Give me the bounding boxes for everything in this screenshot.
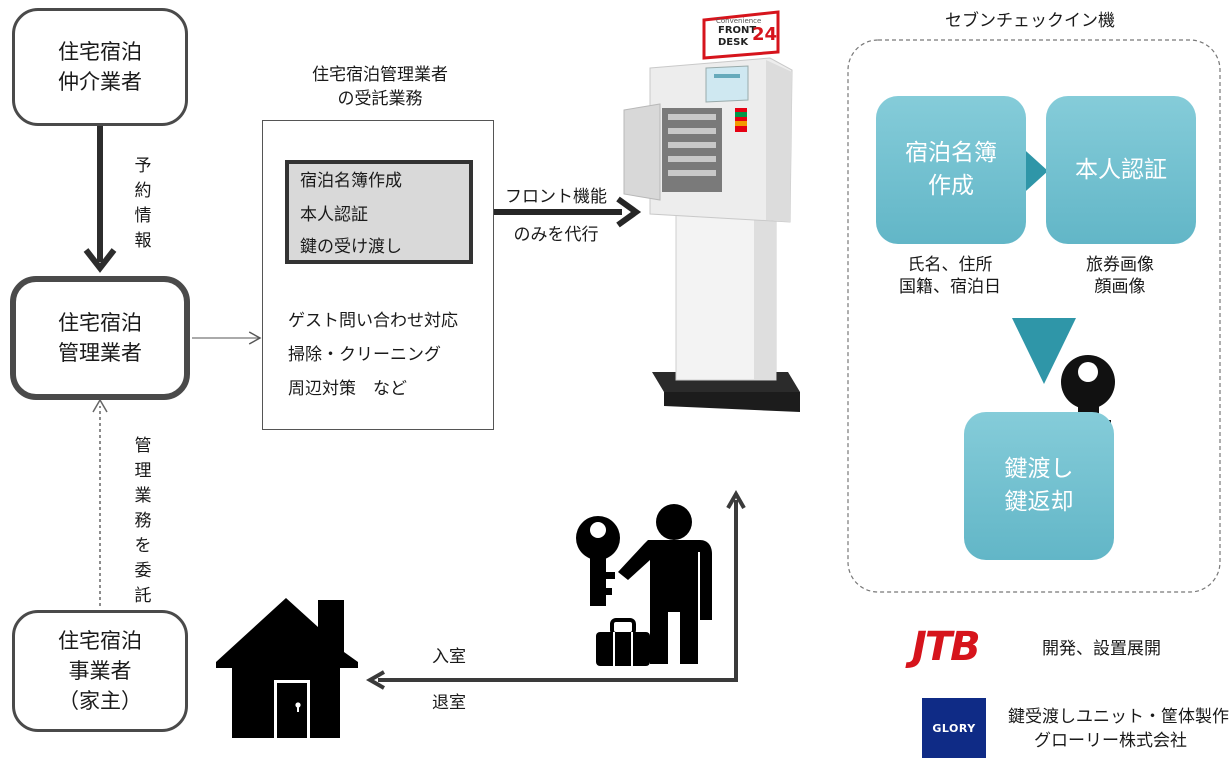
consign-arrow bbox=[92, 398, 108, 606]
kiosk-machine bbox=[623, 10, 800, 412]
kiosk-sign-small: Convenience bbox=[716, 17, 762, 25]
enter-label: 入室 bbox=[432, 647, 466, 667]
glory-name: グローリー株式会社 bbox=[1034, 731, 1187, 751]
step1-caption-line1: 氏名、住所 bbox=[907, 255, 993, 275]
step2-caption-line1: 旅券画像 bbox=[1086, 255, 1154, 275]
step-identity: 本人認証 bbox=[1046, 96, 1196, 244]
other-duty-item: 周辺対策 など bbox=[288, 379, 407, 399]
front-function-label-2: のみを代行 bbox=[513, 225, 599, 245]
step2-caption-line2: 顔画像 bbox=[1094, 277, 1146, 297]
glory-role: 鍵受渡しユニット・筐体製作 bbox=[1008, 707, 1229, 727]
exit-label: 退室 bbox=[432, 693, 466, 713]
duties-title-line2: の受託業務 bbox=[337, 89, 423, 109]
reservation-info-label: 予約情報 bbox=[134, 156, 152, 251]
broker-box: 住宅宿泊 仲介業者 bbox=[12, 8, 188, 126]
enter-exit-arrow bbox=[365, 489, 746, 690]
manager-box: 住宅宿泊 管理業者 bbox=[10, 276, 190, 400]
jtb-role: 開発、設置展開 bbox=[1042, 639, 1161, 659]
seven-checkin-frame bbox=[847, 39, 1221, 593]
front-function-arrow bbox=[474, 196, 642, 228]
step1-caption-line2: 国籍、宿泊日 bbox=[899, 277, 1001, 297]
delegated-item: 宿泊名簿作成 bbox=[300, 171, 402, 191]
front-function-label: フロント機能 bbox=[505, 187, 607, 207]
seven-checkin-title: セブンチェックイン機 bbox=[945, 11, 1115, 31]
kiosk-sign-line2: DESK bbox=[718, 37, 749, 48]
other-duty-item: 掃除・クリーニング bbox=[288, 345, 441, 365]
step-key: 鍵渡し 鍵返却 bbox=[964, 412, 1114, 560]
kiosk-sign-number: 24 bbox=[752, 24, 778, 45]
house-icon bbox=[216, 598, 358, 738]
step-arrow-down bbox=[1012, 318, 1076, 384]
kiosk-sign-line1: FRONT bbox=[718, 25, 757, 36]
consign-label: 管理業務を委託 bbox=[134, 436, 152, 606]
delegated-item: 本人認証 bbox=[300, 205, 368, 225]
delegated-item: 鍵の受け渡し bbox=[300, 237, 402, 257]
owner-box: 住宅宿泊 事業者 （家主） bbox=[12, 610, 188, 732]
guest-icon bbox=[576, 504, 712, 666]
jtb-logo: JTB bbox=[912, 624, 981, 670]
step-register: 宿泊名簿 作成 bbox=[876, 96, 1026, 244]
reservation-arrow bbox=[83, 126, 117, 273]
glory-logo: GLORY bbox=[922, 698, 986, 758]
duties-title-line1: 住宅宿泊管理業者 bbox=[312, 65, 448, 85]
delegated-duties-box bbox=[285, 160, 473, 264]
other-duty-item: ゲスト問い合わせ対応 bbox=[288, 311, 458, 331]
